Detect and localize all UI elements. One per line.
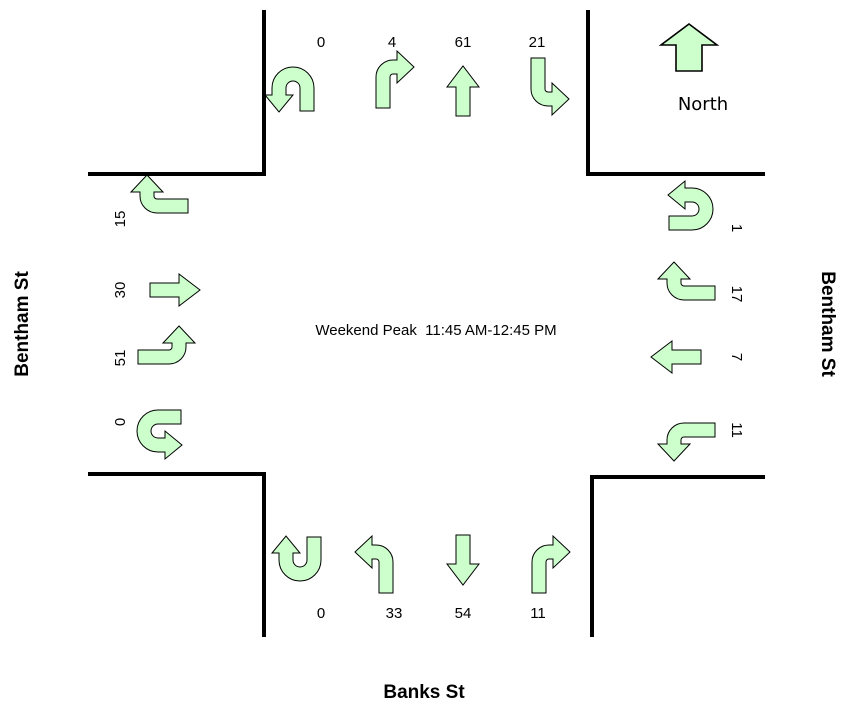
- north-through-count: 61: [455, 34, 472, 51]
- kerb-southwest: [88, 472, 266, 637]
- west-through-arrow-icon: [149, 273, 201, 307]
- east-uturn-arrow-icon: [667, 180, 714, 231]
- south-through-count: 54: [455, 605, 472, 622]
- west-right-count: 51: [112, 350, 129, 367]
- south-uturn-arrow-icon: [271, 535, 322, 582]
- south-approach: 0 33 54 11: [271, 534, 571, 622]
- west-right-turn-arrow-icon: [137, 325, 196, 365]
- north-approach: 0 4 61 21: [264, 34, 570, 117]
- west-approach: 15 30 51 0: [112, 174, 201, 460]
- south-uturn-count: 0: [317, 605, 325, 622]
- time-period-label: Weekend Peak 11:45 AM-12:45 PM: [315, 322, 556, 339]
- east-uturn-count: 1: [728, 224, 745, 232]
- west-left-turn-arrow-icon: [130, 174, 189, 214]
- north-through-arrow-icon: [446, 65, 480, 117]
- kerb-lines: [88, 10, 765, 637]
- north-arrow-icon: [658, 23, 720, 72]
- south-left-count: 11: [530, 605, 546, 622]
- north-uturn-count: 0: [317, 34, 325, 51]
- north-label: North: [678, 94, 728, 115]
- south-left-turn-arrow-icon: [531, 535, 571, 594]
- north-right-count: 4: [388, 34, 396, 51]
- east-right-turn-arrow-icon: [657, 261, 716, 301]
- west-uturn-count: 0: [112, 418, 129, 426]
- south-right-turn-arrow-icon: [354, 535, 394, 594]
- kerb-northwest: [88, 10, 266, 176]
- north-left-turn-arrow-icon: [530, 57, 570, 116]
- street-name-west: Bentham St: [12, 271, 33, 377]
- east-left-turn-arrow-icon: [657, 422, 716, 462]
- south-right-count: 33: [386, 605, 403, 622]
- east-through-count: 7: [728, 353, 745, 361]
- west-left-count: 15: [112, 211, 129, 228]
- north-left-count: 21: [529, 34, 546, 51]
- west-through-count: 30: [112, 282, 129, 299]
- north-uturn-arrow-icon: [264, 66, 315, 113]
- west-uturn-arrow-icon: [136, 409, 183, 460]
- east-left-count: 11: [728, 422, 745, 438]
- east-right-count: 17: [728, 286, 745, 303]
- kerb-northeast: [586, 10, 765, 176]
- east-approach: 1 17 7 11: [650, 180, 745, 462]
- east-through-arrow-icon: [650, 340, 702, 374]
- north-right-turn-arrow-icon: [375, 50, 415, 109]
- street-name-south: Banks St: [383, 682, 465, 703]
- kerb-southeast: [590, 475, 765, 637]
- street-name-east: Bentham St: [817, 271, 838, 377]
- south-through-arrow-icon: [446, 534, 480, 586]
